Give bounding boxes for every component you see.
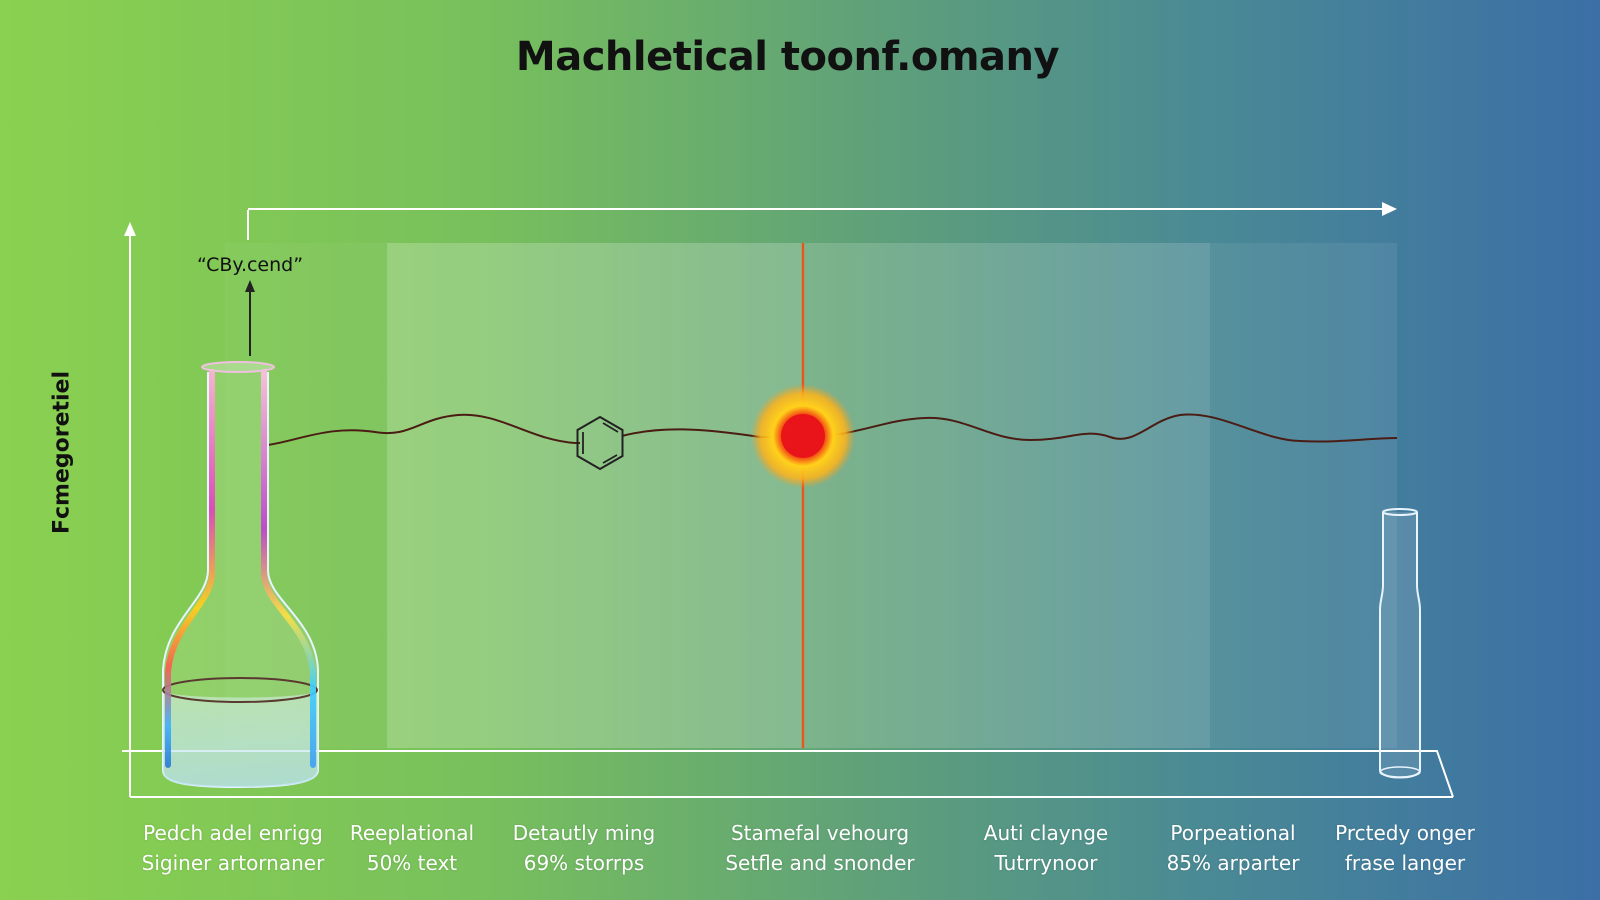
flask-icon — [162, 361, 319, 789]
marker-label: “CBy.cend” — [197, 254, 303, 276]
stage-panel — [225, 243, 387, 748]
top-arrow-head — [1382, 202, 1397, 216]
baseline-platform — [122, 750, 1454, 798]
y-axis-arrow — [124, 222, 136, 236]
stage-panel-right — [1210, 243, 1397, 748]
reaction-hotspot-icon — [751, 384, 855, 488]
test-tube-icon — [1379, 508, 1421, 779]
chart-title: Machletical toonf.omany — [515, 34, 1060, 80]
benzene-ring-icon — [576, 415, 624, 471]
stage-panel-mid — [805, 243, 1210, 748]
stage-panel-light — [387, 243, 805, 748]
marker-arrow-head — [245, 280, 255, 292]
